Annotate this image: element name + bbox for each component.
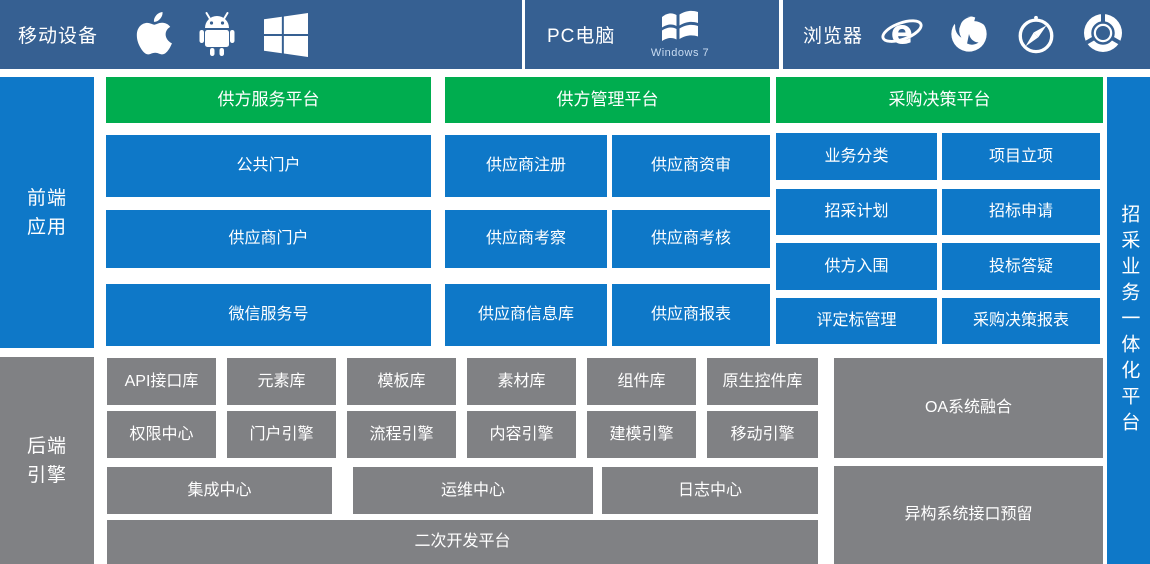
sidebar-frontend-line2: 应用 <box>26 216 67 238</box>
module-box: 供应商信息库 <box>445 284 607 346</box>
topbar-divider <box>522 0 525 69</box>
sidebar-frontend-line1: 前端 <box>26 187 67 209</box>
safari-icon <box>1015 11 1057 60</box>
mobile-devices-label: 移动设备 <box>18 26 99 47</box>
pc-label: PC电脑 <box>547 26 616 47</box>
module-box: 日志中心 <box>602 467 818 514</box>
module-box: 供方入围 <box>776 243 937 290</box>
browser-label: 浏览器 <box>803 26 864 47</box>
module-box: 供应商考察 <box>445 210 607 268</box>
rightbar-integrated-platform: 招采业务一体化平台 <box>1107 77 1150 564</box>
module-box: 供应商注册 <box>445 135 607 197</box>
module-box: 权限中心 <box>107 411 216 458</box>
module-box: 流程引擎 <box>347 411 456 458</box>
module-box: 组件库 <box>587 358 696 405</box>
svg-text:e: e <box>891 14 913 52</box>
module-box: 元素库 <box>227 358 336 405</box>
module-box: 建模引擎 <box>587 411 696 458</box>
module-box: 公共门户 <box>106 135 431 197</box>
windows7-caption: Windows 7 <box>650 47 710 59</box>
module-box: OA系统融合 <box>834 358 1103 458</box>
device-topbar: 移动设备 PC电脑 <box>0 0 1150 69</box>
module-box: 原生控件库 <box>707 358 818 405</box>
android-icon <box>197 11 237 62</box>
firefox-icon <box>948 12 990 59</box>
header-procurement-decision-platform: 采购决策平台 <box>776 77 1103 123</box>
module-box: 供应商资审 <box>612 135 770 197</box>
sidebar-backend-line1: 后端 <box>26 435 67 457</box>
topbar-divider <box>779 0 783 69</box>
module-box: API接口库 <box>107 358 216 405</box>
module-box: 移动引擎 <box>707 411 818 458</box>
sidebar-frontend-apps: 前端 应用 <box>0 77 94 348</box>
module-box: 内容引擎 <box>467 411 576 458</box>
header-supplier-service-platform: 供方服务平台 <box>106 77 431 123</box>
module-box: 业务分类 <box>776 133 937 180</box>
module-box: 招采计划 <box>776 189 937 235</box>
module-box: 异构系统接口预留 <box>834 466 1103 564</box>
module-box: 供应商门户 <box>106 210 431 268</box>
module-box: 门户引擎 <box>227 411 336 458</box>
chrome-icon <box>1081 11 1125 60</box>
module-box: 素材库 <box>467 358 576 405</box>
module-box: 二次开发平台 <box>107 520 818 564</box>
windows7-icon: Windows 7 <box>640 6 720 59</box>
module-box: 模板库 <box>347 358 456 405</box>
apple-icon <box>136 10 172 62</box>
module-box: 集成中心 <box>107 467 332 514</box>
module-box: 供应商报表 <box>612 284 770 346</box>
module-box: 项目立项 <box>942 133 1100 180</box>
ie-icon: e <box>879 10 925 61</box>
sidebar-backend-line2: 引擎 <box>26 464 67 486</box>
module-box: 供应商考核 <box>612 210 770 268</box>
module-box: 投标答疑 <box>942 243 1100 290</box>
header-supplier-mgmt-platform: 供方管理平台 <box>445 77 770 123</box>
module-box: 招标申请 <box>942 189 1100 235</box>
module-box: 微信服务号 <box>106 284 431 346</box>
module-box: 运维中心 <box>353 467 593 514</box>
windows-icon <box>264 13 308 62</box>
module-box: 采购决策报表 <box>942 298 1100 344</box>
sidebar-backend-engines: 后端 引擎 <box>0 357 94 564</box>
module-box: 评定标管理 <box>776 298 937 344</box>
